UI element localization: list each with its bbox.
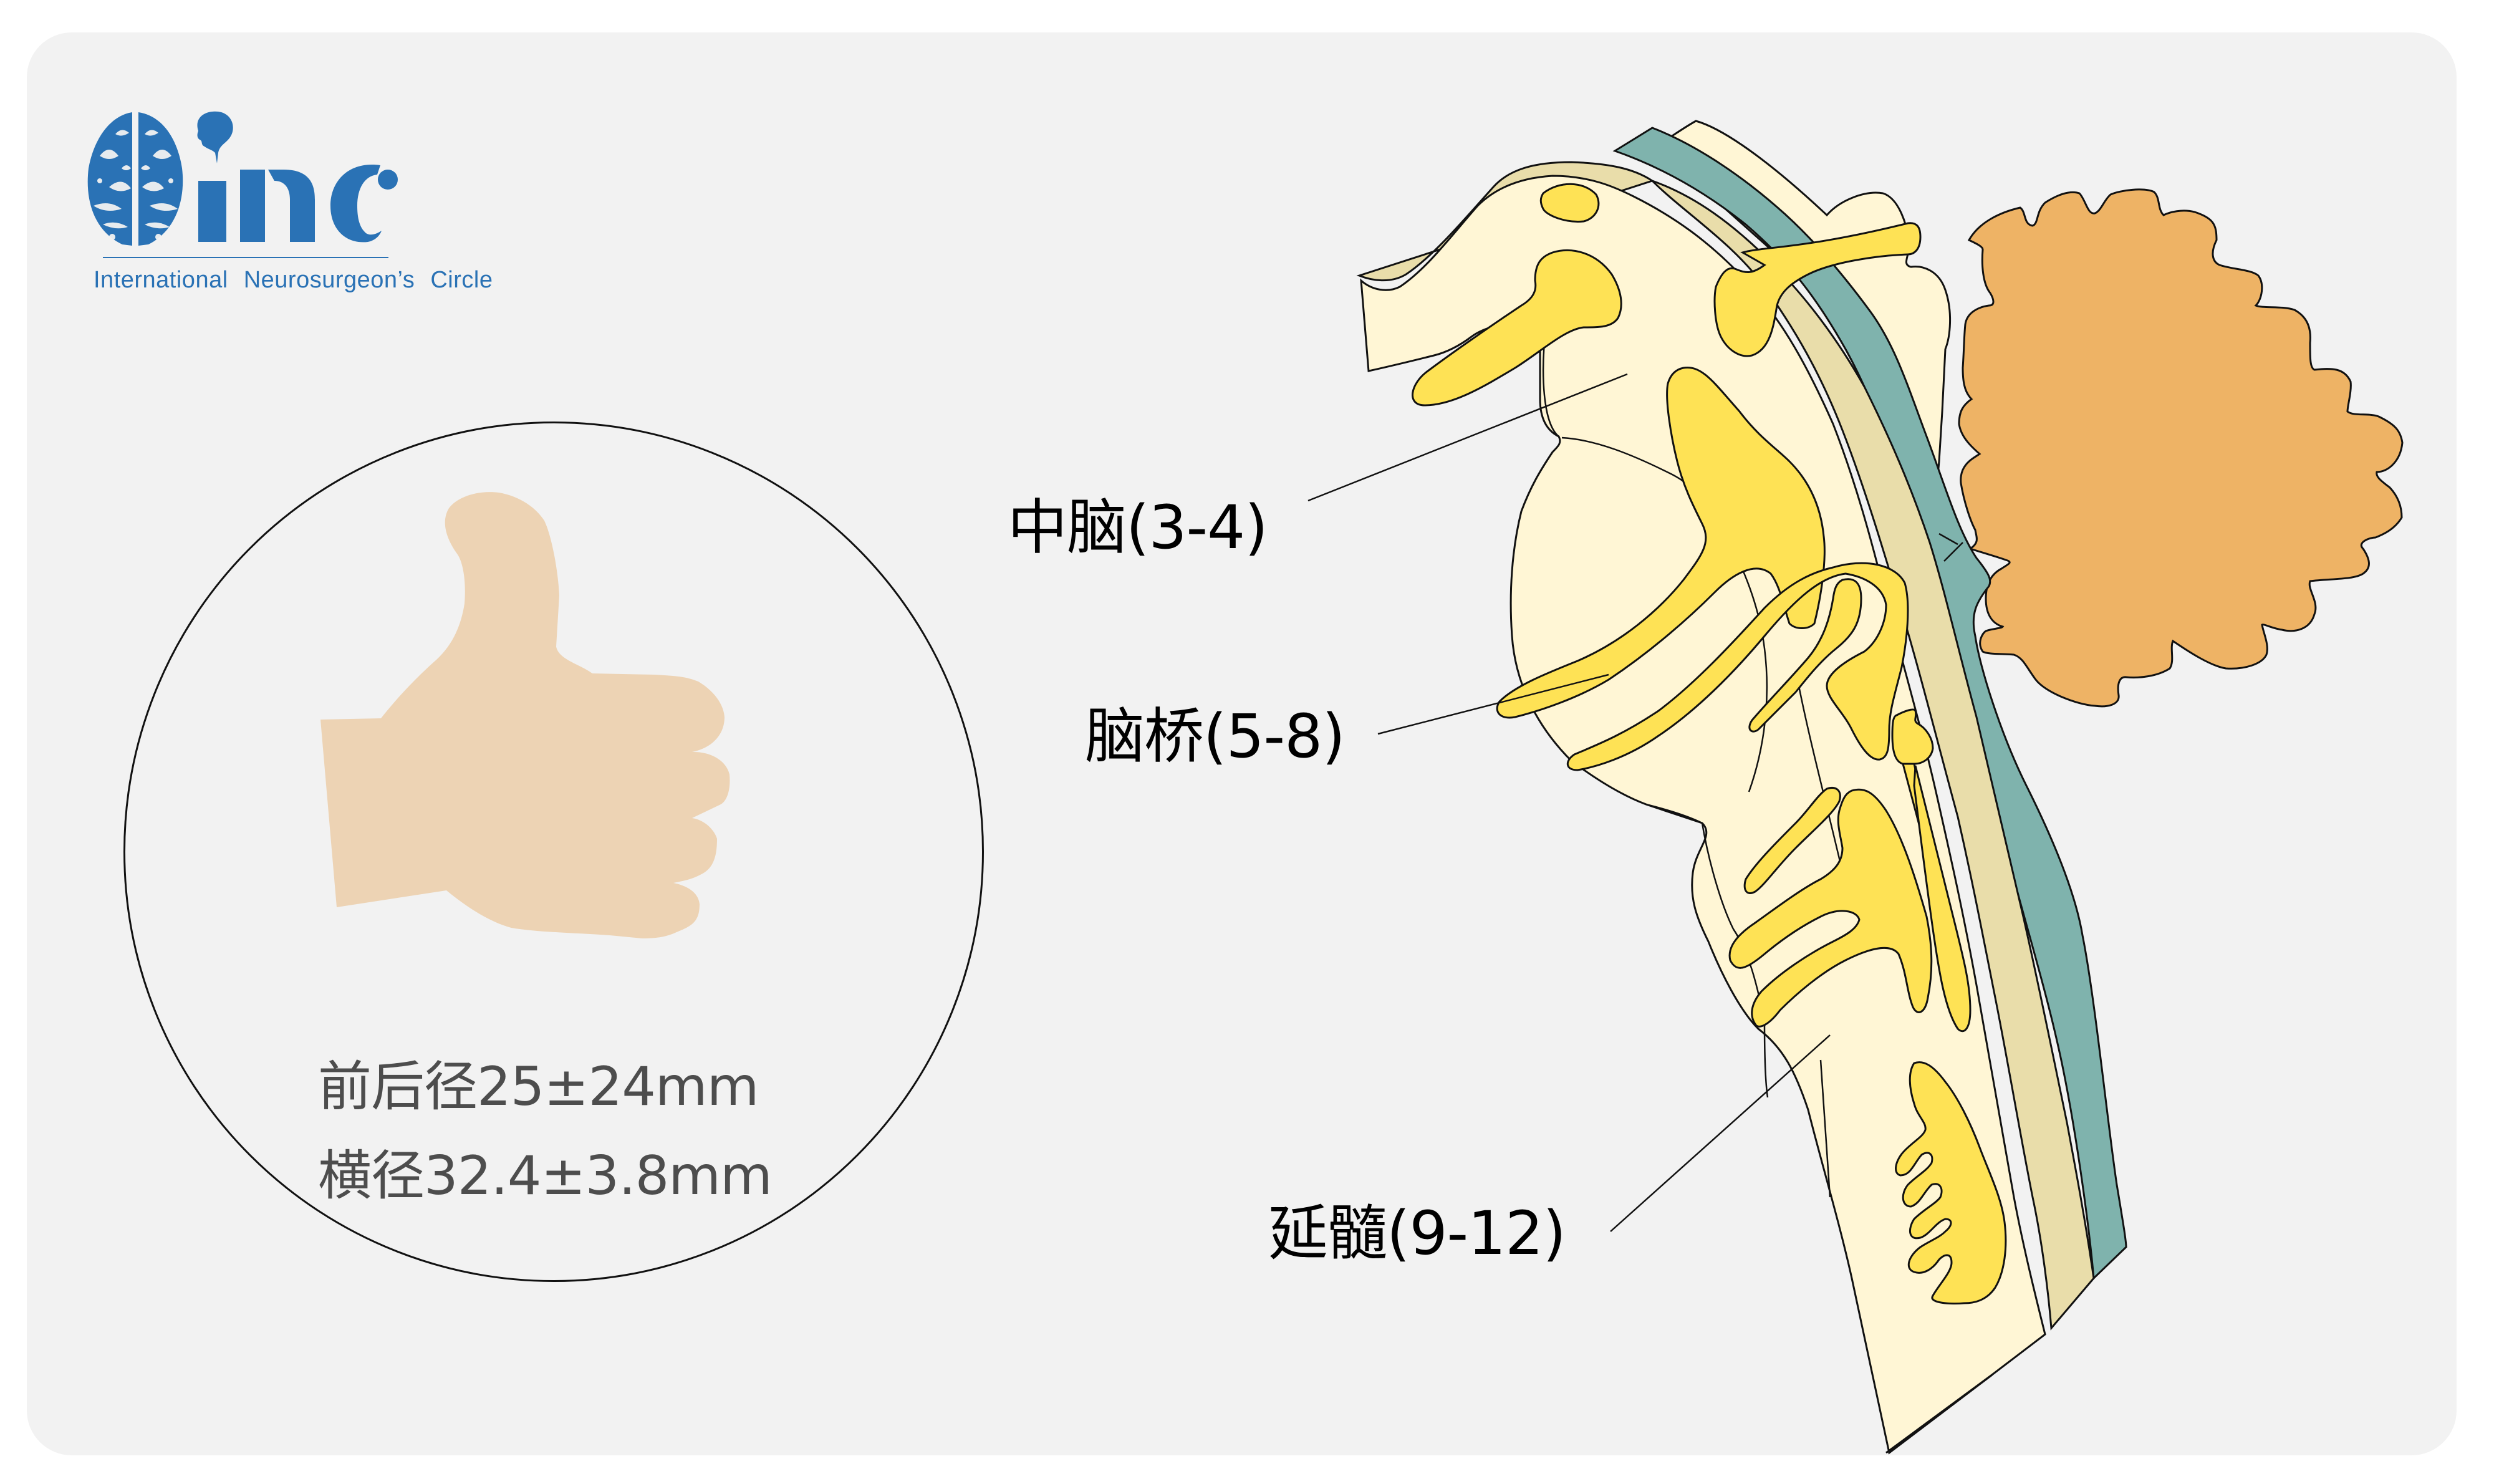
nucleus-cn4 — [1713, 222, 1922, 357]
nucleus-cn8 — [1891, 708, 1934, 765]
cerebellum-shape — [1958, 188, 2404, 708]
nucleus-cn5 — [1496, 366, 1826, 719]
inc-letters — [197, 111, 398, 243]
brain-logo-icon — [87, 112, 183, 246]
nucleus-cn11 — [1743, 787, 1841, 894]
transverse-diameter-text: 横径32.4±3.8mm — [318, 1145, 773, 1207]
label-pons: 脑桥(5-8) — [1085, 701, 1346, 771]
leader-medulla — [1610, 1034, 1831, 1232]
i-dot-icon — [197, 111, 233, 163]
nucleus-cn6 — [1748, 578, 1862, 733]
cranial-nerve-nuclei — [1412, 183, 2007, 1305]
leader-pons — [1377, 673, 1609, 735]
size-panel-circle — [123, 422, 984, 1282]
inc-logo — [87, 111, 398, 258]
nucleus-cn9-10 — [1728, 788, 1933, 1028]
nucleus-cn7 — [1566, 562, 1909, 771]
logo-caption: International Neurosurgeon’s Circle — [94, 267, 493, 293]
leader-lines — [1307, 373, 1831, 1232]
logo-divider — [103, 257, 388, 258]
membrane-band — [1356, 161, 2095, 1331]
ventricle-marks — [1938, 532, 1963, 562]
nucleus-cn12 — [1895, 1061, 2007, 1305]
label-medulla: 延髓(9-12) — [1268, 1198, 1566, 1268]
nucleus-cn3 — [1412, 249, 1622, 407]
thumbs-up-icon — [320, 492, 730, 938]
ap-diameter-text: 前后径25±24mm — [318, 1056, 759, 1118]
leader-midbrain — [1307, 373, 1628, 502]
nucleus-oval — [1539, 183, 1600, 223]
nucleus-dorsal-column — [1913, 765, 1972, 1033]
label-midbrain: 中脑(3-4) — [1008, 493, 1268, 562]
